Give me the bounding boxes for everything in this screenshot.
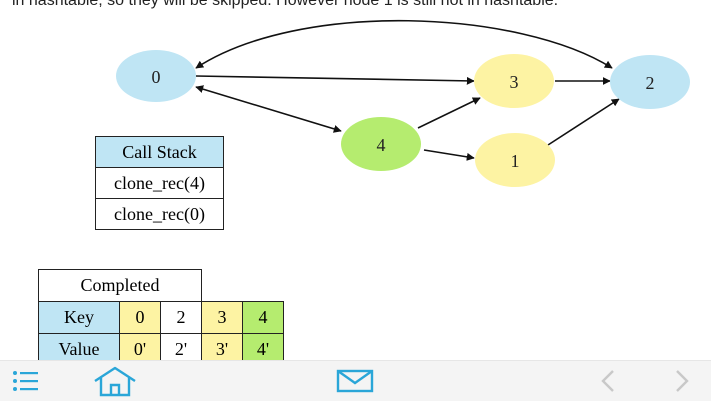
completed-key: 4 — [242, 301, 284, 334]
call-stack-row: clone_rec(0) — [95, 198, 224, 230]
node-2-shape — [610, 55, 690, 109]
edge-4-3 — [417, 97, 481, 129]
edge-0-4 — [195, 85, 342, 133]
bottom-nav-bar — [0, 360, 711, 401]
graph-diagram: 0 3 2 4 1 — [116, 19, 690, 187]
intro-line: in hashtable, so they will be skipped. H… — [12, 0, 559, 9]
mail-button[interactable] — [332, 361, 378, 401]
completed-title: Completed — [38, 269, 202, 302]
completed-key: 2 — [160, 301, 202, 334]
node-3-shape — [474, 54, 554, 108]
node-1-label: 1 — [511, 151, 520, 171]
node-0-shape — [116, 50, 196, 102]
node-1: 1 — [475, 133, 555, 187]
node-0: 0 — [116, 50, 196, 102]
edge-0-3 — [195, 75, 475, 85]
node-4: 4 — [341, 117, 421, 171]
node-1-shape — [475, 133, 555, 187]
completed-key-label: Key — [38, 301, 120, 334]
completed-key: 0 — [119, 301, 161, 334]
node-0-label: 0 — [152, 67, 161, 87]
node-2: 2 — [610, 55, 690, 109]
forward-icon — [676, 370, 689, 392]
node-2-label: 2 — [646, 73, 655, 93]
edge-4-1 — [423, 149, 475, 161]
intro-paragraph: in hashtable, so they will be skipped. H… — [12, 0, 702, 11]
menu-button[interactable] — [6, 361, 46, 401]
back-button[interactable] — [594, 361, 622, 401]
home-button[interactable] — [90, 361, 140, 401]
node-3-label: 3 — [510, 72, 519, 92]
menu-icon — [13, 371, 38, 391]
node-4-shape — [341, 117, 421, 171]
mail-icon — [336, 369, 374, 393]
call-stack-row: clone_rec(4) — [95, 167, 224, 199]
home-icon — [94, 366, 136, 397]
completed-table: Completed Key 0 2 3 4 Value 0' 2' 3' 4' — [38, 269, 284, 366]
completed-title-spacer — [201, 269, 284, 302]
edge-1-2 — [547, 98, 620, 146]
back-icon — [601, 370, 614, 392]
call-stack-table: Call Stack clone_rec(4) clone_rec(0) — [95, 136, 224, 230]
call-stack-title: Call Stack — [95, 136, 224, 168]
completed-key: 3 — [201, 301, 243, 334]
node-3: 3 — [474, 54, 554, 108]
forward-button[interactable] — [668, 361, 696, 401]
node-4-label: 4 — [377, 135, 386, 155]
edge-0-2 — [195, 19, 613, 69]
